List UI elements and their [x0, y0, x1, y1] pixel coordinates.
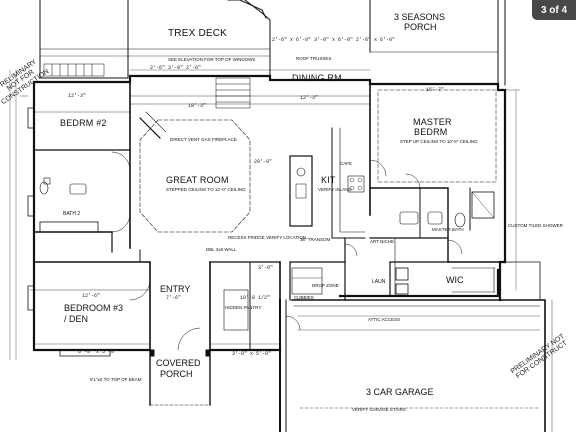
note-great-room-ceiling: STEPPED CEILING TO 12'-0" CEILING: [166, 187, 246, 192]
note-cubbies: CUBBIES: [294, 295, 314, 300]
dim-porch-top: 2'-6" x 6'-0" 3'-0" x 6'-0" 2'-6" x 6'-0…: [272, 37, 396, 43]
room-label-covered-line1: COVERED: [156, 358, 201, 368]
note-art-niche: ART NICHE: [370, 239, 395, 244]
note-cafe: CAFE: [340, 161, 353, 166]
room-label-bath-2: BATH 2: [63, 211, 81, 217]
room-label-3-seasons-porch-line2: PORCH: [404, 22, 437, 32]
room-label-trex-deck: TREX DECK: [168, 28, 228, 39]
dim-rear-right: 10'-8 1/2": [240, 295, 271, 301]
room-label-3-car-garage: 3 CAR GARAGE: [366, 387, 434, 397]
note-dbl-wall: DBL 2x6 WALL: [206, 247, 237, 252]
dim-great-depth: 20'-0": [254, 159, 273, 165]
note-attic-access: ATTIC ACCESS: [368, 317, 401, 322]
dim-master-width: 15'-7": [426, 87, 445, 93]
note-verify-island: VERIFY ISLAND: [318, 187, 352, 192]
note-elevation-windows: SEE ELEVATION FOR TOP OF WINDOWS: [168, 57, 256, 62]
page-indicator-badge: 3 of 4: [532, 0, 576, 20]
note-direct-vent-fireplace: DIRECT VENT GAS FIREPLACE: [170, 137, 237, 142]
dim-stair-width: 3'-0": [258, 265, 274, 271]
dim-deck-top: 2'-6" 3'-0" 2'-6": [150, 65, 202, 71]
room-label-covered-line2: PORCH: [160, 369, 193, 379]
room-label-laun: LAUN: [372, 279, 386, 285]
room-label-wic: WIC: [446, 275, 464, 285]
room-label-entry: ENTRY: [160, 284, 191, 294]
dim-great-width: 18'-3": [188, 103, 207, 109]
room-label-great-room: GREAT ROOM: [166, 175, 229, 185]
note-recess-fridge: RECESS FRIDGE VERIFY LOCATION: [228, 235, 307, 240]
room-label-bedrm-2: BEDRM #2: [60, 118, 107, 128]
dim-porch-bottom: 6'-0" x 5'-0": [78, 349, 118, 355]
room-label-3-seasons-porch-line1: 3 SEASONS: [394, 12, 446, 22]
room-label-master-line2: BEDRM: [414, 127, 448, 137]
room-label-drop-zone: DROP ZONE: [312, 283, 339, 288]
dim-bedrm2-width: 12'-3": [68, 93, 87, 99]
note-garage-stairs: VERIFY GARAGE STAIRS: [352, 407, 406, 412]
room-label-hidden-pantry: HIDDEN PANTRY: [225, 305, 262, 310]
room-label-master-bath: MASTER BATH: [432, 227, 464, 232]
dim-bed3-width: 12'-6": [82, 293, 101, 299]
note-roof-trusses: ROOF TRUSSES: [296, 56, 332, 61]
room-label-bedroom-3-line2: / DEN: [64, 314, 89, 324]
room-label-bedroom-3-line1: BEDROOM #3: [64, 303, 124, 313]
room-label-kit: KIT: [321, 175, 336, 185]
note-custom-shower: CUSTOM TILED SHOWER: [508, 223, 563, 228]
note-transom: 36" TRANSOM: [300, 237, 331, 242]
note-master-ceiling: STEP UP CEILING TO 10'-6" CEILING: [400, 139, 478, 144]
room-label-dining-rm: DINING RM: [292, 73, 342, 83]
dim-garage-bottom: 3'-0" x 5'-0": [232, 351, 272, 357]
dim-entry-width: 7'-6": [166, 295, 182, 301]
dim-dining-width: 12'-3": [300, 95, 319, 101]
note-porch-ceiling: 9'1"±0 TO TOP OF BEAM: [90, 377, 142, 382]
room-label-master-line1: MASTER: [413, 117, 452, 127]
